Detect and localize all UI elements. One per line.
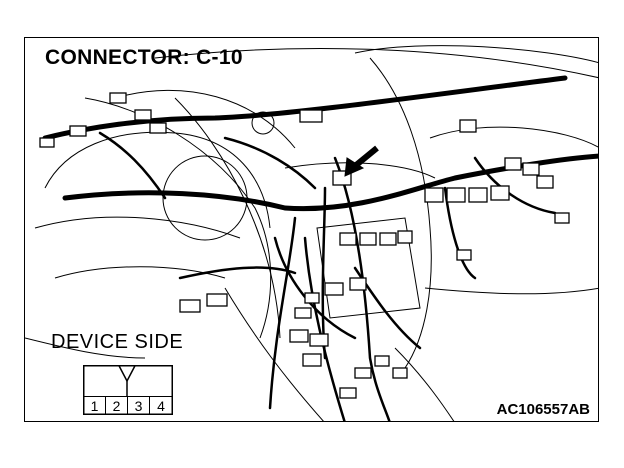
diagram-frame: CONNECTOR: C-10 DEVICE SIDE 1 2 3 4 AC10…: [24, 37, 599, 422]
pin-1: 1: [84, 397, 106, 414]
pin-row: 1 2 3 4: [83, 396, 173, 415]
diagram-title: CONNECTOR: C-10: [45, 46, 243, 69]
wiring-harness-illustration: [25, 45, 598, 421]
pin-3: 3: [128, 397, 150, 414]
arrow-icon: [344, 145, 379, 177]
pin-2: 2: [106, 397, 128, 414]
connector-pinout: 1 2 3 4: [83, 365, 173, 415]
figure-code: AC106557AB: [496, 401, 590, 418]
pin-4: 4: [157, 397, 165, 414]
device-side-label: DEVICE SIDE: [51, 331, 184, 353]
